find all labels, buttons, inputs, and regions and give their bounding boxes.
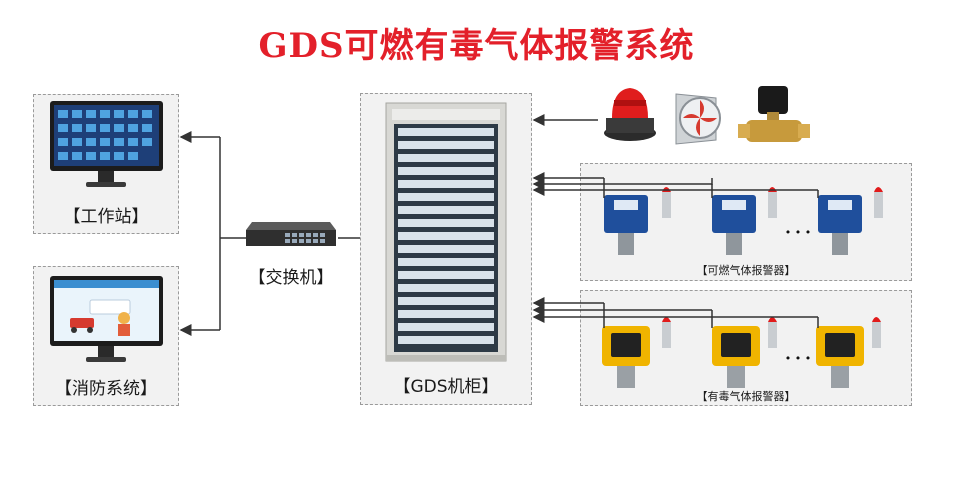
fire-system-label: 【消防系统】 — [55, 379, 157, 399]
combustible-detector-1-icon — [604, 187, 671, 255]
network-switch-icon — [246, 222, 336, 246]
exhaust-fan-icon — [675, 93, 721, 145]
combustible-alarm-label: 【可燃气体报警器】 — [696, 264, 796, 277]
gds-cabinet-icon — [385, 102, 507, 362]
toxic-detector-2-icon — [712, 317, 777, 388]
combustible-detector-3-icon — [818, 187, 883, 255]
connection-lines — [179, 114, 819, 336]
combustible-detector-2-icon — [712, 187, 777, 255]
workstation-label: 【工作站】 — [63, 207, 149, 227]
alarm-light-icon — [604, 88, 656, 141]
combustible-ellipsis: • • • — [784, 226, 812, 239]
toxic-detector-1-icon — [602, 317, 671, 388]
toxic-alarm-label: 【有毒气体报警器】 — [696, 390, 796, 403]
toxic-ellipsis: • • • — [784, 352, 812, 365]
fire-system-monitor-icon — [50, 276, 163, 362]
toxic-detector-3-icon — [816, 317, 881, 388]
diagram-title: GDS可燃有毒气体报警系统 — [258, 26, 695, 66]
workstation-monitor-icon — [50, 101, 163, 187]
cabinet-label: 【GDS机柜】 — [393, 377, 499, 397]
switch-label: 【交换机】 — [248, 268, 334, 288]
solenoid-valve-icon — [738, 86, 810, 142]
